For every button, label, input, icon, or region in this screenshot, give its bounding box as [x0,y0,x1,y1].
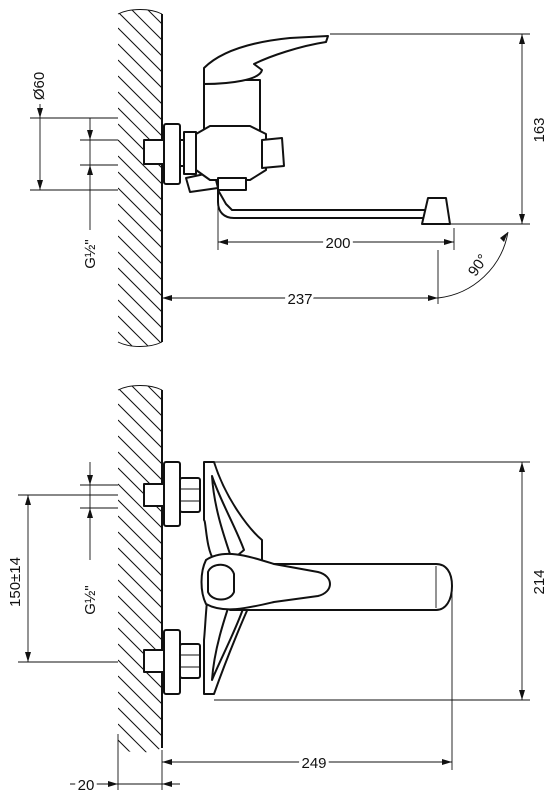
hatch-line [118,59,162,105]
hatch-line [118,267,162,313]
hatch-line [118,675,162,721]
hatch-line [118,385,162,417]
hatch-line [118,385,162,401]
hatch-line [118,315,162,347]
wall-connector-top [143,123,219,193]
hatch-line [118,739,162,753]
label-thread-top: G½" [82,239,99,269]
label-length-249: 249 [301,755,326,772]
hatch-line [118,251,162,297]
hatch-line [118,9,162,41]
hatch-line [118,435,162,481]
hatch-line [118,11,162,57]
label-thread-bottom: G½" [82,585,99,615]
hatch-line [118,203,162,249]
label-center-distance: 150±14 [7,557,24,607]
hatch-line [118,659,162,705]
handle-lever-top [203,35,329,85]
hatch-line [118,403,162,449]
hatch-line [118,91,162,137]
hatch-line [118,187,162,233]
hatch-line [118,643,162,689]
hatch-line [118,515,162,561]
hatch-line [118,756,162,800]
mixer-body-top [195,79,285,191]
hatch-line [118,611,162,657]
wall-top [117,0,163,347]
hatch-line [118,324,162,368]
hatch-line [118,155,162,201]
hatch-line [118,9,162,25]
wall-bottom [117,324,163,800]
upper-connector [143,461,201,527]
label-diameter: Ø60 [31,72,48,100]
hatch-line [118,283,162,329]
handle-lever-front [200,552,331,611]
hatch-line [118,43,162,89]
label-length-237: 237 [287,291,312,308]
hatch-line [118,419,162,465]
hatch-line [118,563,162,609]
top-view: Ø60 G½" 163 200 237 90° [30,0,548,347]
hatch-line [118,219,162,265]
hatch-line [118,331,162,347]
dimension-lines-top [30,33,530,304]
dimension-lines-bottom [18,461,530,790]
hatch-line [118,171,162,217]
hatch-line [118,75,162,121]
lower-connector [143,629,201,695]
label-reach-200: 200 [325,235,350,252]
spout-top [217,189,451,225]
hatch-line [118,299,162,345]
hatch-line [118,595,162,641]
hatch-line [118,531,162,577]
hatch-line [118,691,162,737]
front-view: 150±14 G½" 214 249 20 [7,324,548,800]
hatch-line [118,499,162,545]
label-angle-90: 90° [465,251,492,279]
hatch-line [118,0,162,8]
hatch-line [118,483,162,529]
hatch-line [118,547,162,593]
label-offset-20: 20 [78,777,95,794]
hatch-line [118,235,162,281]
hatch-line [118,387,162,433]
hatch-line [118,139,162,185]
hatch-line [118,707,162,753]
label-height-214: 214 [531,569,548,594]
hatch-line [118,579,162,625]
hatch-line [118,723,162,753]
label-height-163: 163 [531,117,548,142]
hatch-line [118,27,162,73]
